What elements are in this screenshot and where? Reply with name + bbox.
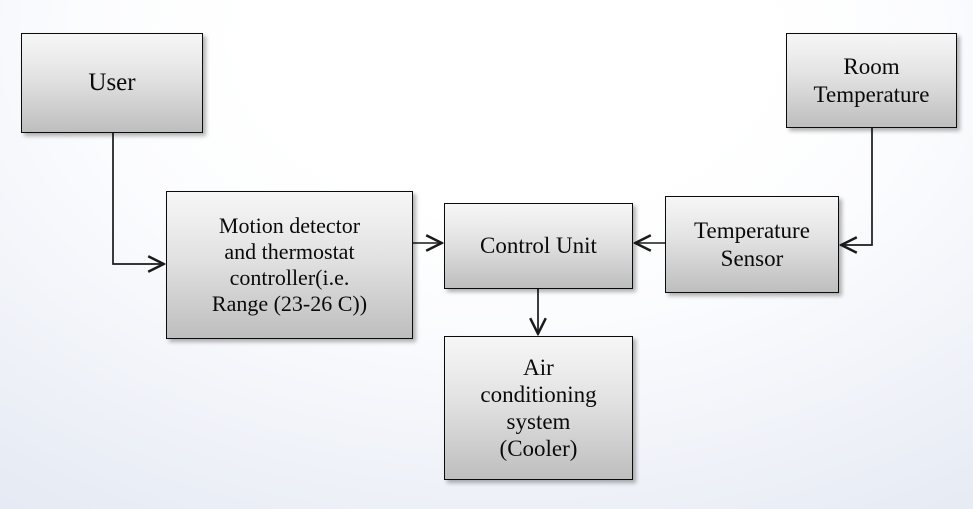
connector-user-to-motion-detector — [112, 133, 163, 264]
node-room-temperature[interactable]: Room Temperature — [786, 33, 957, 128]
node-motion-detector-thermostat-controller[interactable]: Motion detector and thermostat controlle… — [166, 191, 413, 339]
node-control-unit[interactable]: Control Unit — [444, 203, 633, 289]
node-temperature-sensor[interactable]: Temperature Sensor — [665, 196, 839, 293]
node-user[interactable]: User — [21, 33, 203, 133]
node-air-conditioning-system[interactable]: Air conditioning system (Cooler) — [444, 336, 633, 480]
connector-room-temperature-to-temperature-sensor — [842, 128, 873, 245]
